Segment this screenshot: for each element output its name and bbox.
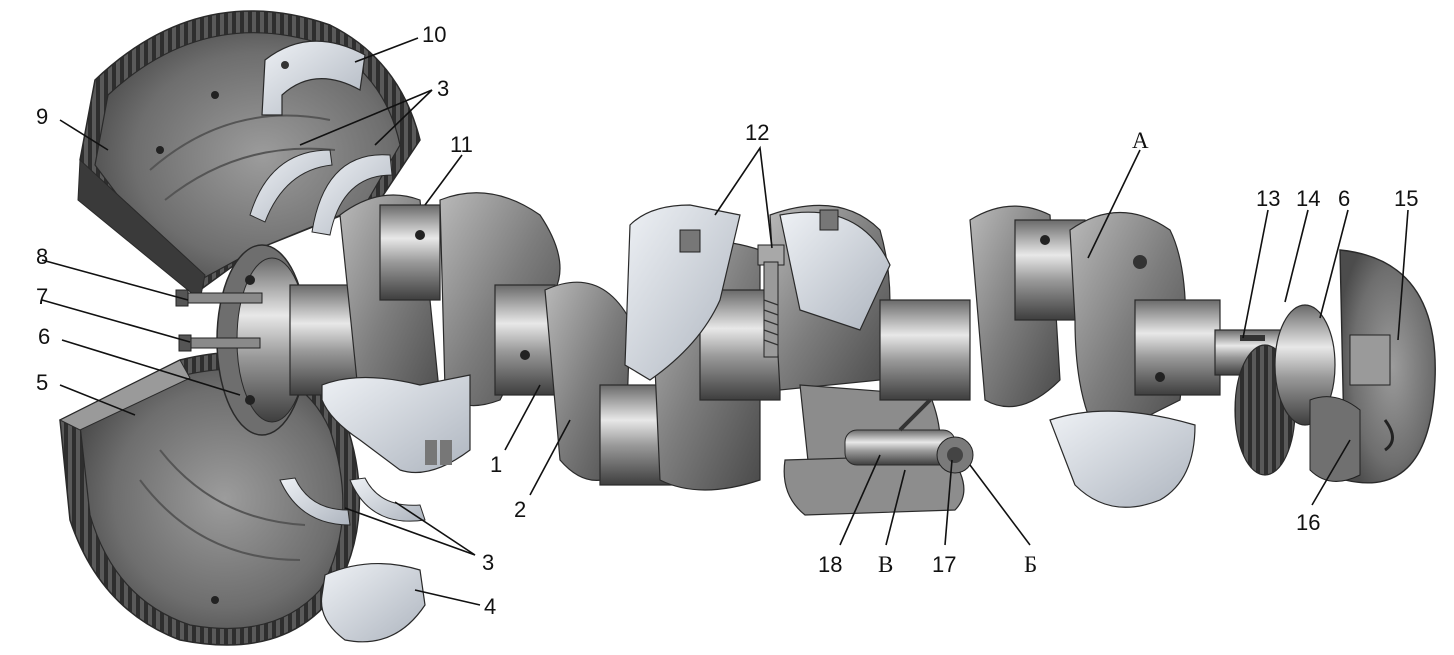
callout-8: 8 bbox=[36, 244, 48, 269]
callout-14: 14 bbox=[1296, 186, 1320, 211]
leader-lines bbox=[41, 37, 1409, 606]
connecting-rod-cap-left bbox=[321, 374, 471, 474]
callout-15: 15 bbox=[1394, 186, 1418, 211]
callout-3-bottom: 3 bbox=[482, 550, 494, 575]
callout-6-right: 6 bbox=[1338, 186, 1350, 211]
flywheel-bolts bbox=[175, 289, 263, 352]
callout-12: 12 bbox=[745, 120, 769, 145]
callout-10: 10 bbox=[422, 22, 446, 47]
callout-6-left: 6 bbox=[38, 324, 50, 349]
callout-13: 13 bbox=[1256, 186, 1280, 211]
callout-11: 11 bbox=[450, 132, 473, 157]
counterweight-bolt bbox=[757, 244, 785, 358]
callout-16: 16 bbox=[1296, 510, 1320, 535]
callout-7: 7 bbox=[36, 284, 48, 309]
timing-gear bbox=[1234, 304, 1336, 476]
callout-1: 1 bbox=[490, 452, 502, 477]
callout-5: 5 bbox=[36, 370, 48, 395]
main-bearing-shell-upper bbox=[261, 40, 366, 116]
main-bearing-shell-lower bbox=[320, 563, 426, 643]
callout-V: В bbox=[878, 552, 893, 577]
callout-4: 4 bbox=[484, 594, 496, 619]
thrust-half-rings-upper bbox=[249, 149, 393, 236]
callouts: 1 2 3 3 4 5 6 6 7 8 9 10 11 12 13 14 15 … bbox=[36, 22, 1418, 619]
callout-17: 17 bbox=[932, 552, 956, 577]
counterweights bbox=[624, 204, 891, 381]
callout-18: 18 bbox=[818, 552, 842, 577]
callout-9: 9 bbox=[36, 104, 48, 129]
flywheel-lower-half bbox=[58, 351, 361, 646]
callout-B: Б bbox=[1024, 552, 1037, 577]
callout-A: А bbox=[1132, 128, 1149, 153]
callout-2: 2 bbox=[514, 497, 526, 522]
pulley-hub bbox=[1309, 249, 1436, 484]
rod-cap-sectioned bbox=[783, 398, 974, 516]
main-bearing-cap-right bbox=[1049, 410, 1196, 508]
callout-3-top: 3 bbox=[437, 76, 449, 101]
